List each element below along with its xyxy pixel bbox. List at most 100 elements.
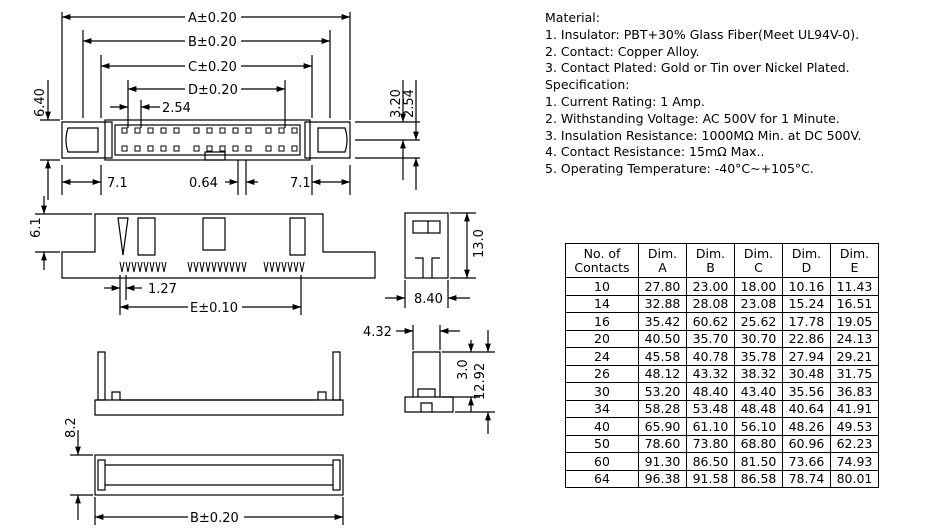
table-cell: 65.90 xyxy=(638,417,687,436)
table-cell: 27.94 xyxy=(782,347,831,366)
spec-line: 2. Withstanding Voltage: AC 500V for 1 M… xyxy=(545,110,840,126)
spec-line: Specification: xyxy=(545,77,630,93)
dim-61-label: 6.1 xyxy=(29,217,44,238)
table-cell: 60.96 xyxy=(782,434,831,453)
table-cell: 16 xyxy=(565,312,639,331)
dim-840-label: 8.40 xyxy=(414,292,443,307)
table-cell: 28.08 xyxy=(686,294,735,313)
dim-E-label: E±0.10 xyxy=(190,301,238,316)
table-cell: 43.32 xyxy=(686,364,735,383)
table-cell: 40.50 xyxy=(638,329,687,348)
table-cell: 80.01 xyxy=(830,469,879,488)
table-cell: 32.88 xyxy=(638,294,687,313)
table-cell: 35.56 xyxy=(782,382,831,401)
table-cell: 78.60 xyxy=(638,434,687,453)
table-cell: 43.40 xyxy=(734,382,783,401)
header-dim-b: Dim.B xyxy=(686,243,735,278)
table-cell: 73.80 xyxy=(686,434,735,453)
front-view xyxy=(35,196,376,315)
table-cell: 48.48 xyxy=(734,399,783,418)
table-cell: 36.83 xyxy=(830,382,879,401)
dim-320-label: 3.20 xyxy=(389,89,404,118)
spec-line: 3. Insulation Resistance: 1000MΩ Min. at… xyxy=(545,127,862,143)
dim-640-label: 6.40 xyxy=(33,88,48,117)
header-dim-a: Dim.A xyxy=(638,243,687,278)
table-cell: 61.10 xyxy=(686,417,735,436)
spec-line: 4. Contact Resistance: 15mΩ Max.. xyxy=(545,144,765,160)
spec-line: Material: xyxy=(545,10,600,25)
header-dim-c: Dim.C xyxy=(734,243,783,278)
dim-pitch-label: 2.54 xyxy=(162,101,191,116)
header-dim-e: Dim.E xyxy=(830,243,879,278)
table-cell: 19.05 xyxy=(830,312,879,331)
table-cell: 91.30 xyxy=(638,452,687,471)
dim-B-bottom-label: B±0.20 xyxy=(190,511,239,526)
table-cell: 20 xyxy=(565,329,639,348)
table-cell: 18.00 xyxy=(734,277,783,296)
dim-edge-left-label: 7.1 xyxy=(107,176,128,191)
dim-1292-label: 12.92 xyxy=(473,363,488,400)
dim-D-label: D±0.20 xyxy=(188,83,238,98)
table-cell: 56.10 xyxy=(734,417,783,436)
specification-notes: Material: 1. Insulator: PBT+30% Glass Fi… xyxy=(545,10,915,178)
table-cell: 10.16 xyxy=(782,277,831,296)
table-cell: 35.78 xyxy=(734,347,783,366)
table-cell: 29.21 xyxy=(830,347,879,366)
table-cell: 31.75 xyxy=(830,364,879,383)
table-cell: 14 xyxy=(565,294,639,313)
table-cell: 91.58 xyxy=(686,469,735,488)
table-cell: 22.86 xyxy=(782,329,831,348)
table-cell: 23.00 xyxy=(686,277,735,296)
table-cell: 30.48 xyxy=(782,364,831,383)
table-cell: 35.70 xyxy=(686,329,735,348)
table-cell: 62.23 xyxy=(830,434,879,453)
table-cell: 16.51 xyxy=(830,294,879,313)
spec-line: 2. Contact: Copper Alloy. xyxy=(545,43,700,59)
table-cell: 24.13 xyxy=(830,329,879,348)
table-cell: 96.38 xyxy=(638,469,687,488)
table-cell: 48.12 xyxy=(638,364,687,383)
table-cell: 53.48 xyxy=(686,399,735,418)
dim-064-label: 0.64 xyxy=(189,176,218,191)
table-cell: 23.08 xyxy=(734,294,783,313)
dim-432-label: 4.32 xyxy=(363,325,392,340)
table-cell: 27.80 xyxy=(638,277,687,296)
table-cell: 35.42 xyxy=(638,312,687,331)
side-view xyxy=(385,212,495,434)
table-cell: 49.53 xyxy=(830,417,879,436)
header-dim-d: Dim.D xyxy=(782,243,831,278)
table-cell: 15.24 xyxy=(782,294,831,313)
table-cell: 30.70 xyxy=(734,329,783,348)
table-cell: 34 xyxy=(565,399,639,418)
table-cell: 50 xyxy=(565,434,639,453)
table-cell: 48.26 xyxy=(782,417,831,436)
table-cell: 81.50 xyxy=(734,452,783,471)
table-cell: 68.80 xyxy=(734,434,783,453)
dim-127-label: 1.27 xyxy=(148,282,177,297)
table-cell: 41.91 xyxy=(830,399,879,418)
table-cell: 53.20 xyxy=(638,382,687,401)
table-cell: 10 xyxy=(565,277,639,296)
dim-254v-label: 2.54 xyxy=(402,89,417,118)
table-cell: 64 xyxy=(565,469,639,488)
table-cell: 40 xyxy=(565,417,639,436)
dim-A-label: A±0.20 xyxy=(188,11,237,26)
table-cell: 86.50 xyxy=(686,452,735,471)
table-cell: 60.62 xyxy=(686,312,735,331)
table-cell: 78.74 xyxy=(782,469,831,488)
table-cell: 48.40 xyxy=(686,382,735,401)
table-cell: 58.28 xyxy=(638,399,687,418)
